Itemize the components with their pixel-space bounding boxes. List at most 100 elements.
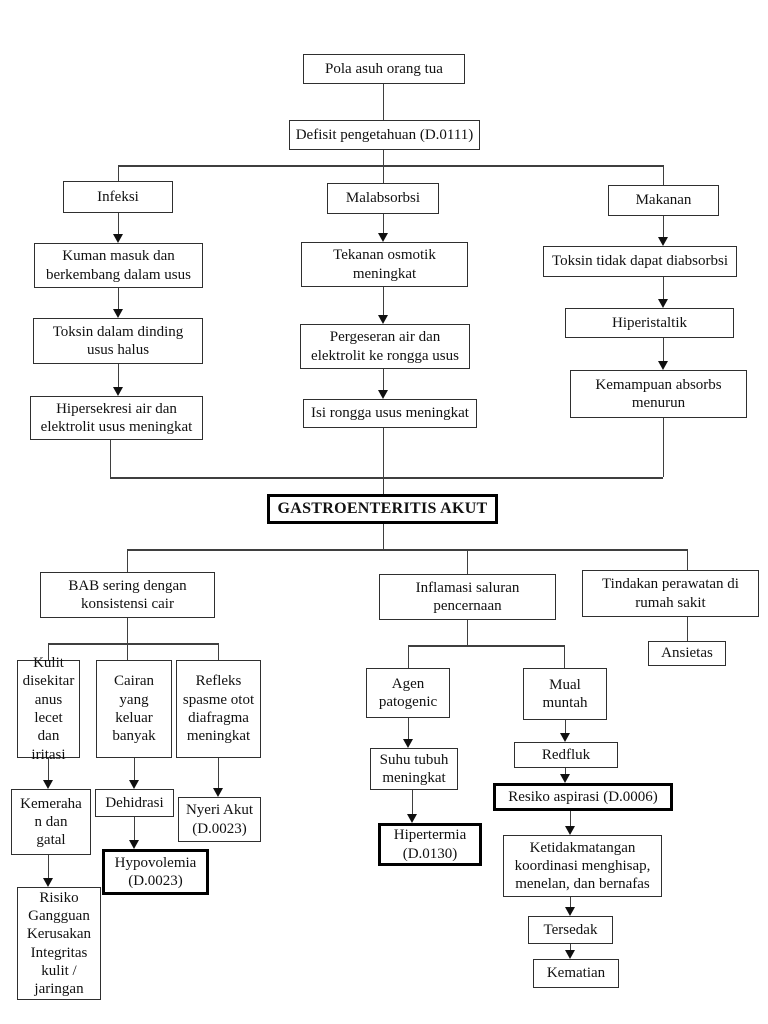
node-tersedak: Tersedak <box>528 916 613 944</box>
connector-line <box>382 428 384 494</box>
connector-line <box>686 549 688 570</box>
node-mual-muntah: Mual muntah <box>523 668 607 720</box>
node-toksin-dinding: Toksin dalam dinding usus halus <box>33 318 203 364</box>
node-gastroenteritis-akut: GASTROENTERITIS AKUT <box>267 494 498 524</box>
connector-line <box>48 643 218 645</box>
connector-line <box>662 338 664 361</box>
arrow-down-icon <box>112 387 123 396</box>
connector-line <box>133 817 135 840</box>
connector-line <box>217 758 219 788</box>
arrow-down-icon <box>406 814 417 823</box>
node-kemerahan-gatal: Kemeraha n dan gatal <box>11 789 91 855</box>
connector-line <box>117 288 119 309</box>
arrow-down-icon <box>564 950 575 959</box>
node-tindakan-perawatan: Tindakan perawatan di rumah sakit <box>582 570 759 617</box>
node-hypovolemia: Hypovolemia (D.0023) <box>102 849 209 895</box>
arrow-down-icon <box>564 826 575 835</box>
connector-line <box>117 165 119 181</box>
node-kulit-anus: Kulit disekitar anus lecet dan iritasi <box>17 655 80 763</box>
node-cairan-keluar: Cairan yang keluar banyak <box>96 660 172 758</box>
connector-line <box>382 165 384 183</box>
arrow-down-icon <box>377 390 388 399</box>
connector-line <box>117 364 119 387</box>
node-nyeri-akut: Nyeri Akut (D.0023) <box>178 797 261 842</box>
node-pola-asuh: Pola asuh orang tua <box>303 54 465 84</box>
connector-line <box>662 165 664 185</box>
arrow-down-icon <box>112 234 123 243</box>
node-bab-sering: BAB sering dengan konsistensi cair <box>40 572 215 618</box>
connector-line <box>382 150 384 165</box>
node-kematian: Kematian <box>533 959 619 988</box>
connector-line <box>109 440 111 477</box>
arrow-down-icon <box>657 299 668 308</box>
connector-line <box>217 643 219 660</box>
node-malabsorbsi: Malabsorbsi <box>327 183 439 214</box>
node-hipertermia: Hipertermia (D.0130) <box>378 823 482 866</box>
node-ketidakmatangan: Ketidakmatangan koordinasi menghisap, me… <box>503 835 662 897</box>
node-inflamasi-saluran: Inflamasi saluran pencernaan <box>379 574 556 620</box>
connector-line <box>686 617 688 641</box>
connector-line <box>407 645 409 668</box>
connector-line <box>126 618 128 660</box>
arrow-down-icon <box>657 237 668 246</box>
connector-line <box>466 549 468 574</box>
connector-line <box>564 768 566 774</box>
node-resiko-aspirasi: Resiko aspirasi (D.0006) <box>493 783 673 811</box>
connector-line <box>662 418 664 477</box>
node-tekanan-osmotik: Tekanan osmotik meningkat <box>301 242 468 287</box>
arrow-down-icon <box>564 907 575 916</box>
connector-line <box>408 645 564 647</box>
arrow-down-icon <box>377 315 388 324</box>
connector-line <box>382 287 384 315</box>
connector-line <box>411 790 413 814</box>
arrow-down-icon <box>377 233 388 242</box>
node-refleks-spasme: Refleks spasme otot diafragma meningkat <box>176 660 261 758</box>
node-risiko-integritas: Risiko Gangguan Kerusakan Integritas kul… <box>17 887 101 1000</box>
arrow-down-icon <box>402 739 413 748</box>
connector-line <box>382 524 384 549</box>
node-kuman-masuk: Kuman masuk dan berkembang dalam usus <box>34 243 203 288</box>
connector-line <box>127 549 687 551</box>
connector-line <box>662 216 664 237</box>
node-dehidrasi: Dehidrasi <box>95 789 174 817</box>
node-suhu-tubuh: Suhu tubuh meningkat <box>370 748 458 790</box>
node-ansietas: Ansietas <box>648 641 726 666</box>
connector-line <box>569 944 571 950</box>
connector-line <box>133 758 135 780</box>
connector-line <box>564 720 566 733</box>
node-redfluk: Redfluk <box>514 742 618 768</box>
connector-line <box>662 277 664 299</box>
connector-line <box>563 645 565 668</box>
node-hiperistaltik: Hiperistaltik <box>565 308 734 338</box>
connector-line <box>569 811 571 826</box>
arrow-down-icon <box>212 788 223 797</box>
node-kemampuan-absorbs: Kemampuan absorbs menurun <box>570 370 747 418</box>
arrow-down-icon <box>128 840 139 849</box>
arrow-down-icon <box>559 774 570 783</box>
arrow-down-icon <box>128 780 139 789</box>
connector-line <box>466 620 468 645</box>
arrow-down-icon <box>42 878 53 887</box>
arrow-down-icon <box>42 780 53 789</box>
connector-line <box>47 643 49 660</box>
connector-line <box>47 758 49 780</box>
connector-line <box>382 84 384 120</box>
node-agen-patogenic: Agen patogenic <box>366 668 450 718</box>
node-defisit-pengetahuan: Defisit pengetahuan (D.0111) <box>289 120 480 150</box>
node-infeksi: Infeksi <box>63 181 173 213</box>
node-hipersekresi: Hipersekresi air dan elektrolit usus men… <box>30 396 203 440</box>
connector-line <box>47 855 49 878</box>
connector-line <box>110 477 663 479</box>
connector-line <box>407 718 409 739</box>
node-makanan: Makanan <box>608 185 719 216</box>
connector-line <box>382 369 384 390</box>
connector-line <box>117 213 119 234</box>
connector-line <box>118 165 663 167</box>
node-isi-rongga: Isi rongga usus meningkat <box>303 399 477 428</box>
connector-line <box>126 549 128 572</box>
node-pergeseran-air: Pergeseran air dan elektrolit ke rongga … <box>300 324 470 369</box>
connector-line <box>569 897 571 907</box>
arrow-down-icon <box>112 309 123 318</box>
arrow-down-icon <box>657 361 668 370</box>
